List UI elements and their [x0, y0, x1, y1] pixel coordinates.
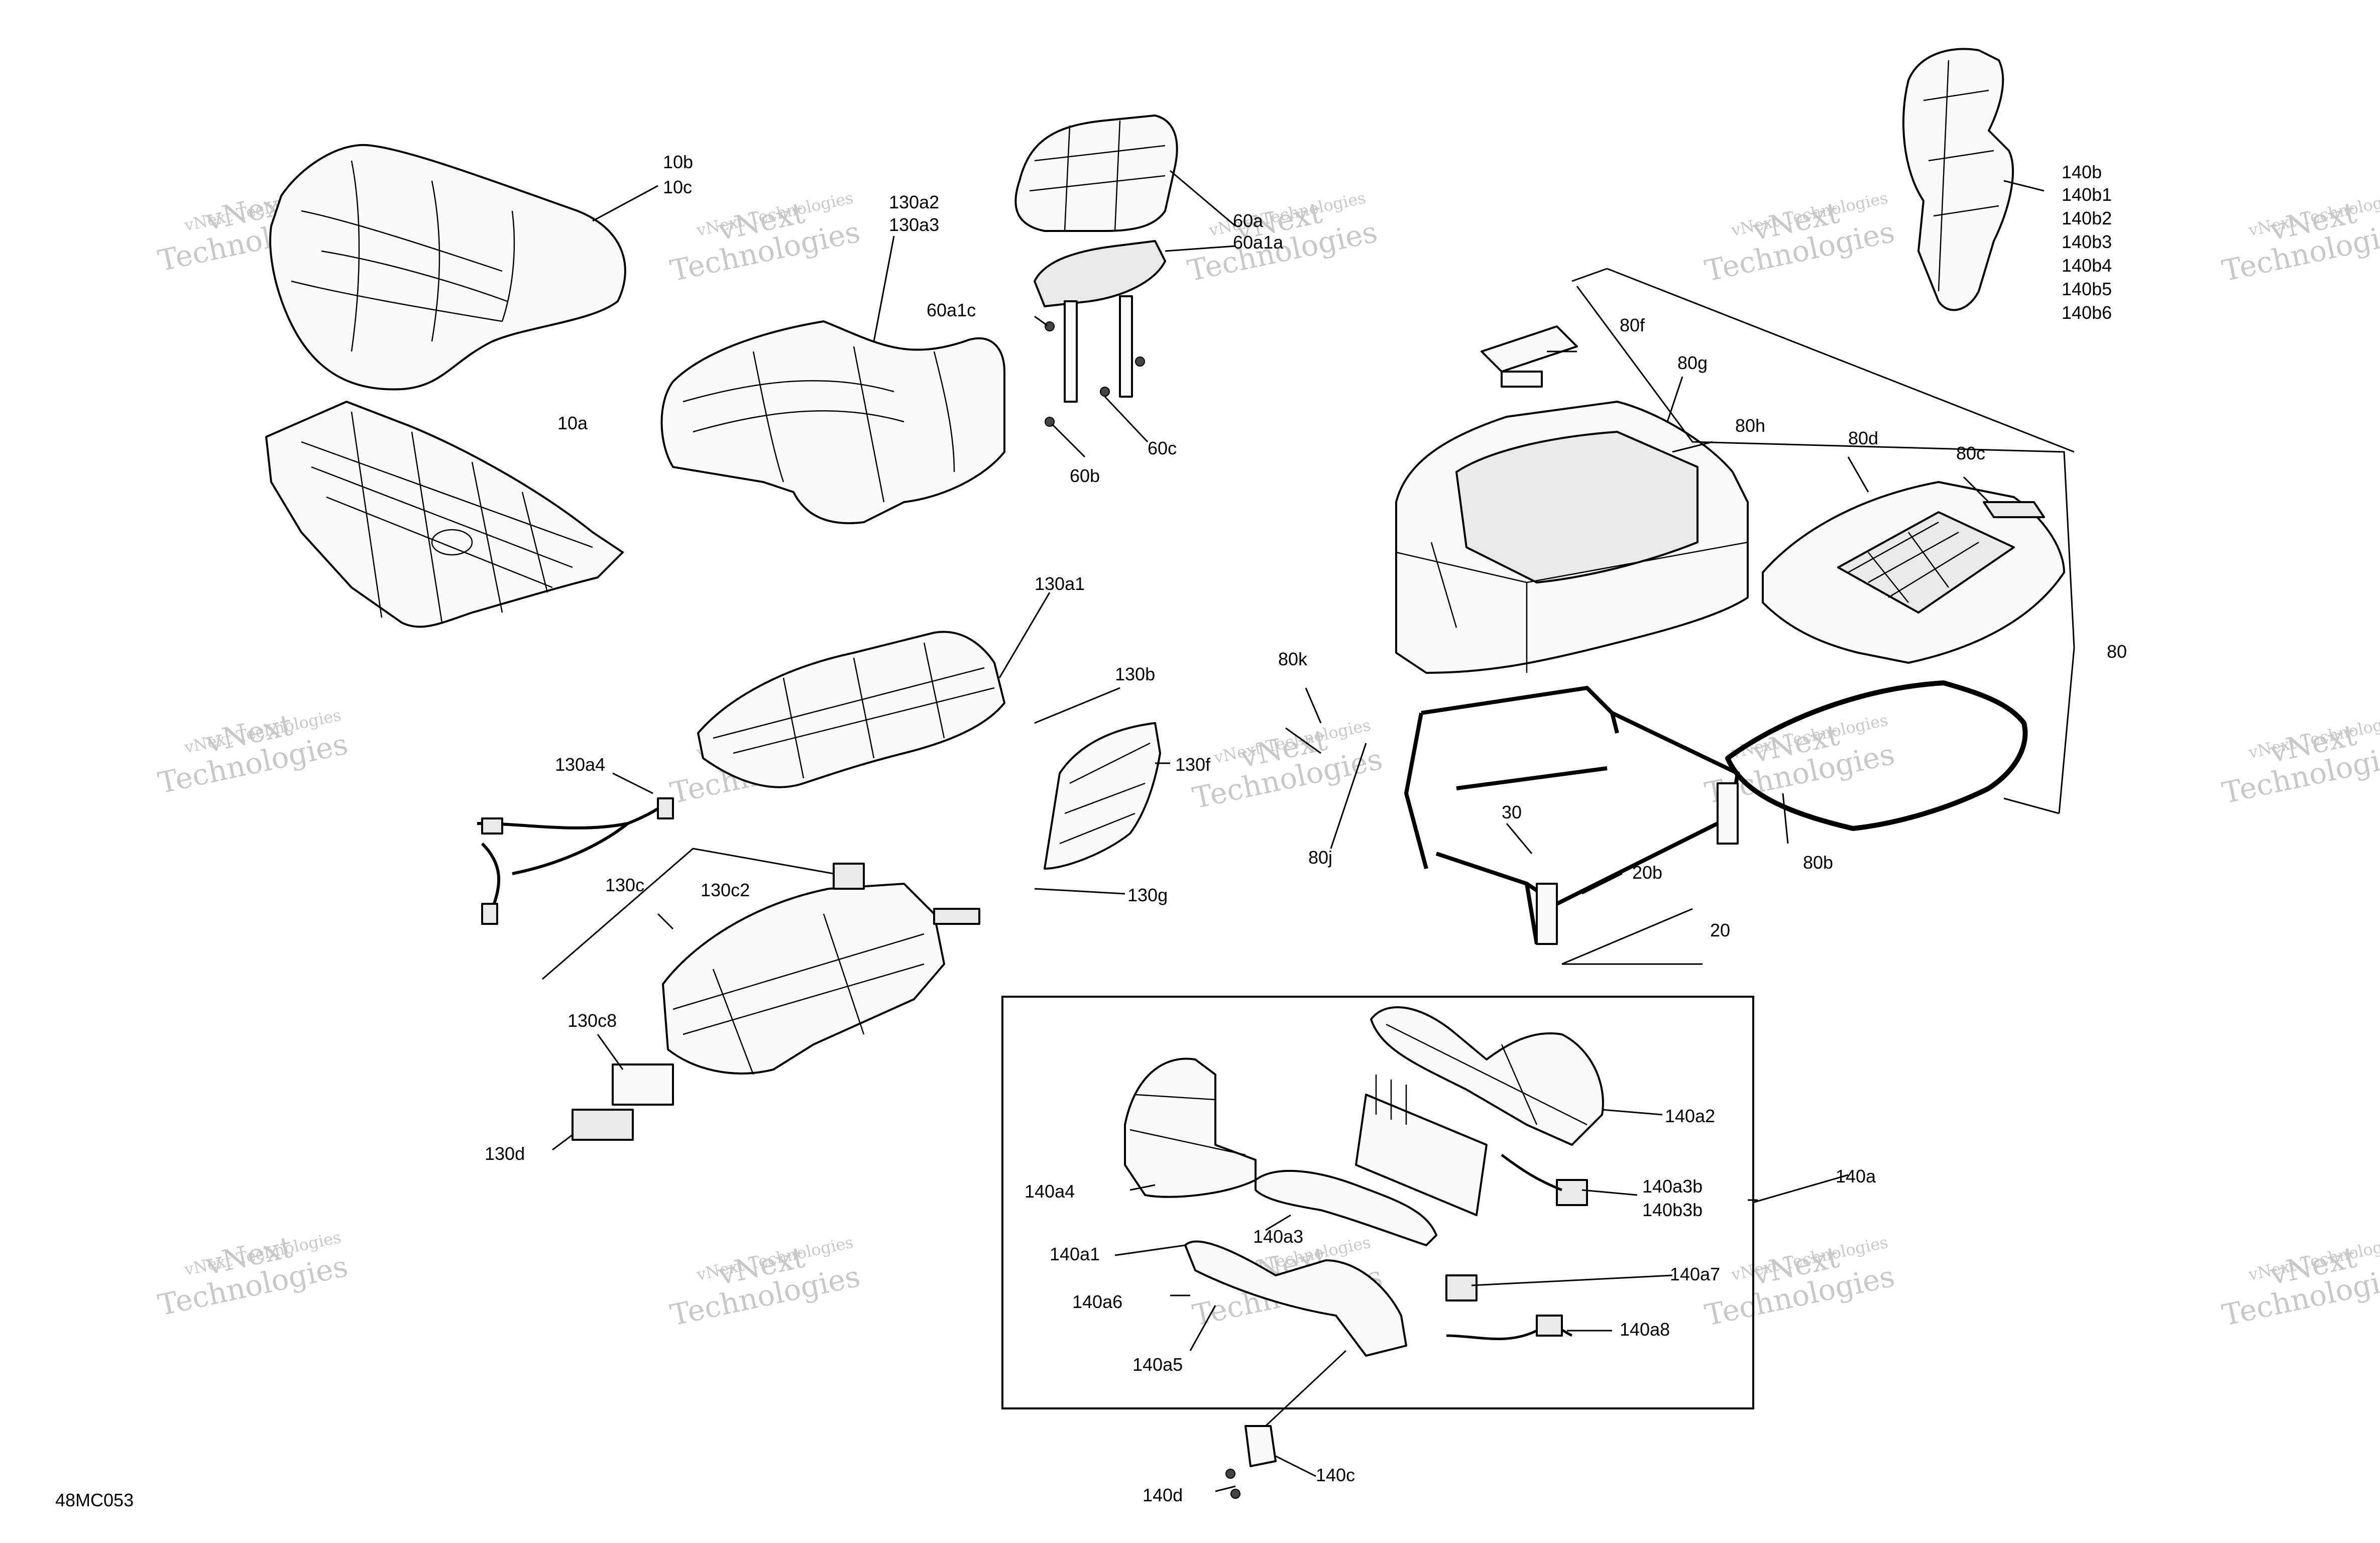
callout-140a5: 140a5 — [1132, 1354, 1183, 1375]
seat-rail-part — [572, 863, 980, 1141]
callout-10a: 10a — [557, 413, 588, 433]
leader-140a — [1752, 1174, 1849, 1204]
callout-140b: 140b — [2062, 162, 2102, 182]
gasket-part — [1725, 680, 2028, 831]
callout-140b4: 140b4 — [2062, 255, 2112, 276]
callout-140a2: 140a2 — [1665, 1106, 1715, 1126]
end-cap-part — [1225, 1425, 1277, 1499]
passenger-seat-part — [660, 320, 1005, 524]
armrest-liner-part — [1370, 1006, 1604, 1146]
callout-140a7: 140a7 — [1670, 1264, 1720, 1284]
callout-labels: 10b 10c 10a 130a2 130a3 60a 60a1a 60a1c … — [55, 152, 2127, 1510]
seat-cushion-part — [269, 144, 626, 391]
drawing-id: 48MC053 — [55, 1490, 134, 1510]
callout-140b2: 140b2 — [2062, 208, 2112, 228]
callout-60b: 60b — [1070, 465, 1100, 486]
callout-140a4: 140a4 — [1025, 1181, 1075, 1202]
seat-frame-part — [697, 631, 1005, 788]
callout-130a3: 130a3 — [889, 214, 939, 235]
callout-10c: 10c — [663, 177, 692, 197]
callout-20: 20 — [1710, 920, 1730, 940]
callout-80f: 80f — [1620, 315, 1645, 335]
callout-80k: 80k — [1278, 649, 1308, 669]
callout-130d: 130d — [485, 1143, 525, 1164]
watermarks: vNext Technologies vNext Technologies vN… — [155, 183, 2380, 1333]
callout-130a2: 130a2 — [889, 192, 939, 212]
callout-140b6: 140b6 — [2062, 302, 2112, 323]
callout-30: 30 — [1502, 802, 1522, 822]
callout-60c: 60c — [1148, 438, 1177, 458]
callout-80d: 80d — [1848, 428, 1878, 448]
callout-130f: 130f — [1175, 754, 1211, 775]
callout-130c: 130c — [605, 875, 644, 895]
side-cover-part — [1044, 722, 1161, 870]
wiring-harness-part — [477, 797, 674, 925]
callout-10b: 10b — [663, 152, 693, 172]
box-frame-part — [1404, 685, 1740, 945]
armrest-plate-part — [1355, 1075, 1488, 1216]
callout-140a6: 140a6 — [1072, 1291, 1122, 1312]
callout-140d: 140d — [1143, 1485, 1183, 1505]
trim-strip-part — [1983, 501, 2045, 518]
callout-140a3: 140a3 — [1253, 1226, 1303, 1247]
callout-140a: 140a — [1836, 1166, 1876, 1186]
armrest-rail-part — [1255, 1169, 1437, 1246]
watermark: vNext Technologies — [667, 1240, 863, 1332]
armrest-trim-part — [1184, 1240, 1407, 1357]
armrest-part — [1902, 48, 2014, 311]
callout-130c2: 130c2 — [701, 880, 750, 900]
callout-140b3: 140b3 — [2062, 231, 2112, 252]
callout-130c8: 130c8 — [568, 1010, 617, 1031]
latch-plate-part — [1481, 325, 1578, 388]
watermark: vNext Technologies — [667, 195, 863, 288]
seat-base-part — [265, 401, 624, 628]
callout-60a1a: 60a1a — [1233, 232, 1284, 253]
callout-80h: 80h — [1735, 415, 1765, 436]
callout-140a3b: 140a3b — [1642, 1176, 1703, 1197]
callout-140b1: 140b1 — [2062, 184, 2112, 205]
callout-80c: 80c — [1956, 443, 1985, 463]
callout-140a1: 140a1 — [1050, 1244, 1100, 1264]
callout-130a4: 130a4 — [555, 754, 605, 775]
storage-lid-part — [1762, 481, 2065, 664]
callout-140a8: 140a8 — [1620, 1319, 1670, 1340]
backrest-bracket-part — [1034, 240, 1166, 427]
callout-80: 80 — [2107, 641, 2127, 662]
callout-130b: 130b — [1115, 664, 1155, 684]
armrest-cover-part — [1124, 1057, 1257, 1198]
connector-bracket-part — [1445, 1153, 1588, 1341]
callout-60a: 60a — [1233, 210, 1264, 231]
leader-lines — [542, 170, 2075, 1492]
callout-140c: 140c — [1316, 1465, 1355, 1485]
callout-80b: 80b — [1803, 852, 1833, 873]
callout-80g: 80g — [1677, 352, 1708, 373]
storage-box-part — [1395, 401, 1749, 674]
callout-130a1: 130a1 — [1035, 573, 1085, 594]
callout-130g: 130g — [1127, 885, 1168, 905]
callout-20b: 20b — [1632, 862, 1662, 883]
backrest-part — [1014, 114, 1178, 232]
callout-140b5: 140b5 — [2062, 279, 2112, 299]
callout-60a1c: 60a1c — [927, 300, 976, 320]
callout-140b3b: 140b3b — [1642, 1200, 1703, 1220]
callout-80j: 80j — [1308, 847, 1332, 868]
